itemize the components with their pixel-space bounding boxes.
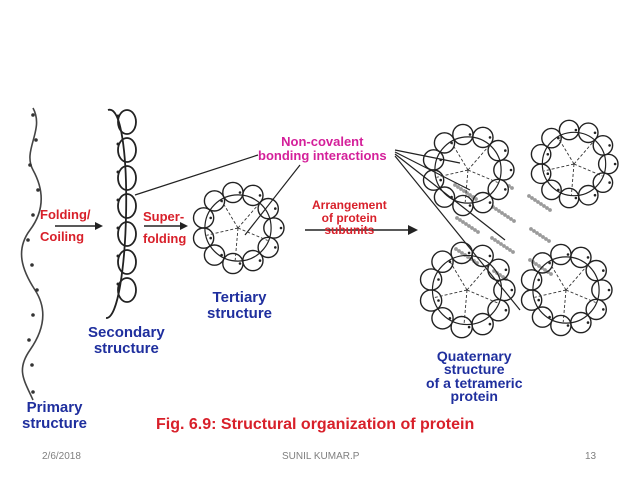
superfolding-arrow: [144, 222, 188, 230]
secondary-label-line1: Secondary: [88, 324, 165, 341]
quaternary-tetramer: [419, 119, 619, 339]
arrangement-label: Arrangement of protein subunits: [312, 199, 387, 237]
footer-date: 2/6/2018: [42, 451, 81, 462]
interaction-pointer-lines: [134, 149, 521, 311]
arrangement-label-line2: of protein: [321, 210, 377, 225]
primary-chain: [20, 107, 44, 401]
arrangement-label-line1: Arrangement: [312, 198, 387, 212]
quaternary-label-line1: Quaternary: [436, 348, 512, 364]
folding-arrow: [55, 222, 103, 230]
quaternary-label-line4: protein: [450, 387, 498, 404]
quaternary-label-line3: of a tetrameric: [426, 374, 523, 391]
tertiary-globule: [192, 181, 285, 275]
noncovalent-label-line2: bonding interactions: [258, 147, 387, 163]
arrangement-arrow: [305, 225, 418, 235]
quaternary-label-line2: structure: [443, 361, 505, 378]
primary-label-line2: structure: [22, 414, 88, 432]
footer-author: SUNIL KUMAR.P: [282, 451, 360, 462]
superfolding-label-line1: Super-: [143, 209, 185, 224]
secondary-label: Secondary structure: [88, 325, 165, 357]
tertiary-label: Tertiary structure: [207, 290, 272, 322]
tertiary-label-line1: Tertiary: [212, 289, 267, 306]
quaternary-label: Quaternary structure of a tetrameric pro…: [426, 348, 523, 404]
secondary-helix: [105, 109, 137, 319]
footer-page-number: 13: [585, 451, 597, 462]
secondary-label-line2: structure: [93, 339, 159, 357]
figure-caption: Fig. 6.9: Structural organization of pro…: [156, 416, 475, 433]
folding-label: Folding/ Coiling: [40, 208, 91, 243]
folding-label-line1: Folding/: [40, 207, 91, 222]
primary-label-line1: Primary: [26, 399, 83, 416]
superfolding-label: Super- folding: [143, 210, 186, 245]
noncovalent-label-line1: Non-covalent: [281, 134, 364, 149]
superfolding-label-line2: folding: [143, 230, 187, 246]
tertiary-label-line2: structure: [207, 304, 273, 322]
arrangement-label-line3: subunits: [324, 223, 375, 238]
folding-label-line2: Coiling: [40, 228, 85, 244]
noncovalent-label: Non-covalent bonding interactions: [258, 135, 387, 162]
primary-label: Primary structure: [22, 400, 87, 432]
